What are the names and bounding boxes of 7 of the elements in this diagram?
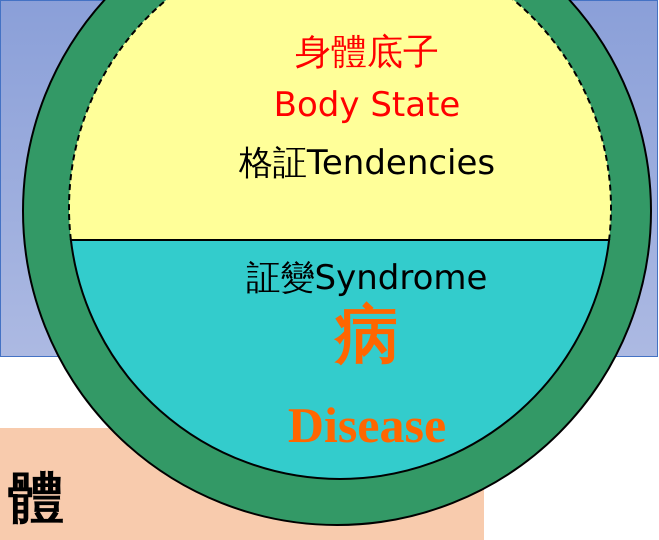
label-text: 証變Syndrome xyxy=(246,261,488,295)
label-text: Disease xyxy=(288,400,446,450)
label-text: 格証Tendencies xyxy=(238,146,496,180)
label-text: 身體底子 xyxy=(295,35,439,71)
large-character: 病 xyxy=(335,303,399,367)
label-text: Body State xyxy=(274,88,460,122)
large-character: 體 xyxy=(8,470,64,526)
